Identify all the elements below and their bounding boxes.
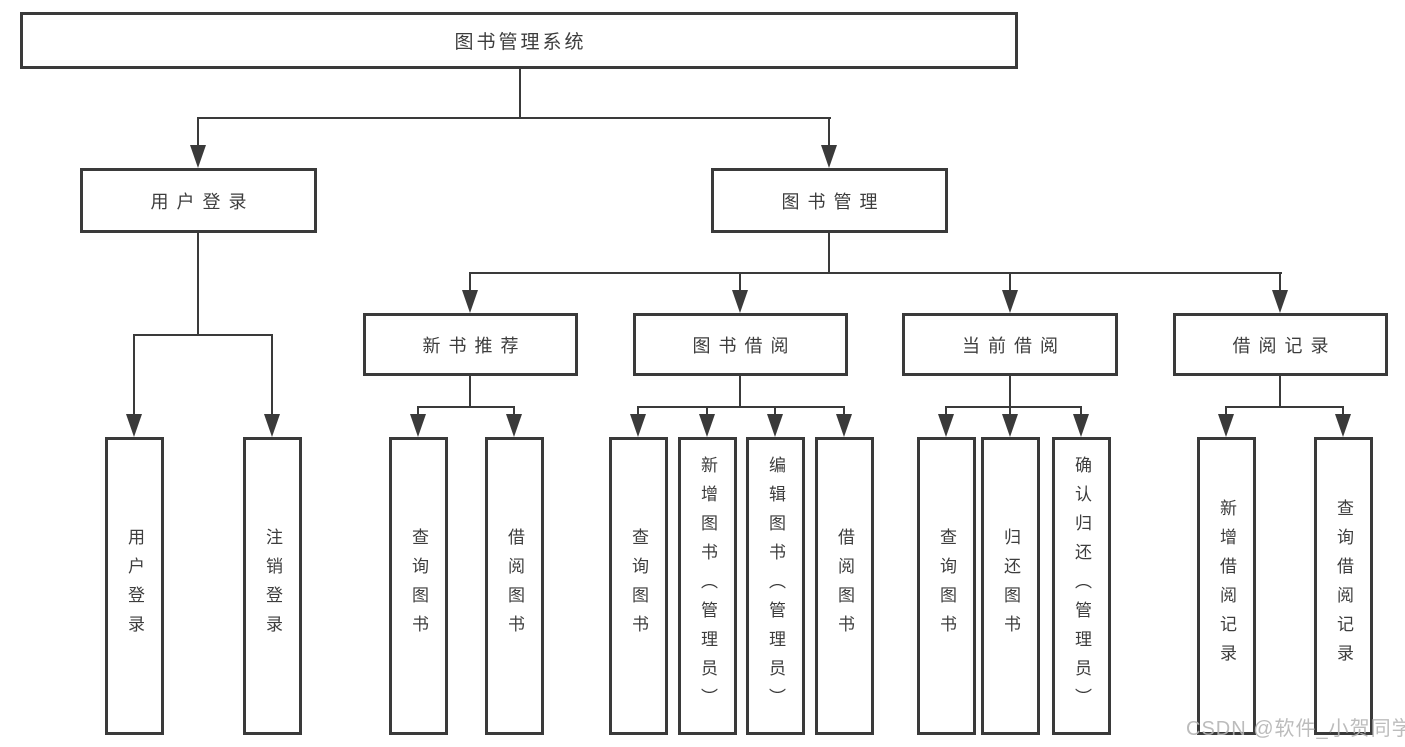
connector-drop — [417, 406, 419, 416]
node-label: 图书管理 — [781, 191, 886, 212]
leaf-label: 查询图书 — [409, 528, 428, 644]
connector-root-rail — [197, 117, 831, 119]
leaf-query-books-borrowing: 查询图书 — [609, 437, 668, 735]
connector-drop — [1009, 406, 1011, 416]
connector-drop — [1225, 406, 1227, 416]
connector-userlogin-rail — [133, 334, 273, 336]
connector-records-stem — [1279, 375, 1281, 407]
leaf-query-books-recommend: 查询图书 — [389, 437, 448, 735]
arrow-down-icon — [836, 414, 852, 437]
leaf-query-borrow-record: 查询借阅记录 — [1314, 437, 1373, 735]
leaf-label: 查询图书 — [937, 528, 956, 644]
arrow-down-icon — [699, 414, 715, 437]
leaf-add-books-admin: 新增图书（管理员） — [678, 437, 737, 735]
node-book-management: 图书管理 — [711, 168, 948, 233]
connector-current-rail — [945, 406, 1082, 408]
csdn-watermark: CSDN @软件_小贺同学 — [1186, 718, 1405, 740]
connector-drop — [513, 406, 515, 416]
arrow-down-icon — [462, 290, 478, 313]
node-label: 图书借阅 — [692, 335, 797, 356]
arrow-down-icon — [1218, 414, 1234, 437]
node-library-management-system: 图书管理系统 — [20, 12, 1018, 69]
connector-drop — [197, 117, 199, 147]
node-label: 借阅记录 — [1232, 335, 1337, 356]
connector-root-stem — [519, 67, 521, 118]
connector-drop — [1279, 272, 1281, 292]
arrow-down-icon — [1335, 414, 1351, 437]
node-book-borrowing: 图书借阅 — [633, 313, 848, 376]
connector-drop — [774, 406, 776, 416]
leaf-borrow-books-recommend: 借阅图书 — [485, 437, 544, 735]
connector-bookmgmt-rail — [469, 272, 1282, 274]
arrow-down-icon — [126, 414, 142, 437]
leaf-label: 注销登录 — [263, 528, 282, 644]
leaf-label: 归还图书 — [1001, 528, 1020, 644]
leaf-label: 用户登录 — [125, 528, 144, 644]
connector-borrowing-rail — [637, 406, 845, 408]
arrow-down-icon — [1002, 414, 1018, 437]
arrow-down-icon — [410, 414, 426, 437]
arrow-down-icon — [1002, 290, 1018, 313]
connector-recommend-stem — [469, 375, 471, 407]
arrow-down-icon — [938, 414, 954, 437]
node-borrowing-records: 借阅记录 — [1173, 313, 1388, 376]
arrow-down-icon — [732, 290, 748, 313]
leaf-logout: 注销登录 — [243, 437, 302, 735]
connector-drop — [945, 406, 947, 416]
connector-current-stem — [1009, 375, 1011, 407]
leaf-label: 查询借阅记录 — [1334, 499, 1353, 673]
leaf-user-login: 用户登录 — [105, 437, 164, 735]
connector-userlogin-stem — [197, 231, 199, 335]
leaf-borrow-books: 借阅图书 — [815, 437, 874, 735]
connector-drop — [133, 334, 135, 416]
connector-drop — [271, 334, 273, 416]
leaf-return-books: 归还图书 — [981, 437, 1040, 735]
arrow-down-icon — [1272, 290, 1288, 313]
arrow-down-icon — [1073, 414, 1089, 437]
leaf-confirm-return-admin: 确认归还（管理员） — [1052, 437, 1111, 735]
leaf-label: 新增借阅记录 — [1217, 499, 1236, 673]
connector-recommend-rail — [417, 406, 515, 408]
node-label: 新书推荐 — [422, 335, 527, 356]
connector-drop — [706, 406, 708, 416]
leaf-label: 借阅图书 — [835, 528, 854, 644]
arrow-down-icon — [767, 414, 783, 437]
connector-records-rail — [1225, 406, 1344, 408]
connector-bookmgmt-stem — [828, 231, 830, 273]
leaf-query-books-current: 查询图书 — [917, 437, 976, 735]
connector-drop — [1009, 272, 1011, 292]
connector-drop — [828, 117, 830, 147]
connector-drop — [739, 272, 741, 292]
node-new-book-recommendation: 新书推荐 — [363, 313, 578, 376]
arrow-down-icon — [264, 414, 280, 437]
leaf-add-borrow-record: 新增借阅记录 — [1197, 437, 1256, 735]
node-current-borrowing: 当前借阅 — [902, 313, 1118, 376]
connector-drop — [1080, 406, 1082, 416]
leaf-label: 确认归还（管理员） — [1072, 455, 1091, 717]
arrow-down-icon — [506, 414, 522, 437]
connector-drop — [843, 406, 845, 416]
arrow-down-icon — [821, 145, 837, 168]
arrow-down-icon — [190, 145, 206, 168]
node-label: 图书管理系统 — [454, 32, 587, 53]
connector-drop — [469, 272, 471, 292]
leaf-label: 查询图书 — [629, 528, 648, 644]
connector-drop — [1342, 406, 1344, 416]
leaf-label: 新增图书（管理员） — [698, 455, 717, 717]
node-label: 用户登录 — [150, 191, 255, 212]
node-user-login: 用户登录 — [80, 168, 317, 233]
arrow-down-icon — [630, 414, 646, 437]
leaf-edit-books-admin: 编辑图书（管理员） — [746, 437, 805, 735]
connector-drop — [637, 406, 639, 416]
connector-borrowing-stem — [739, 375, 741, 407]
leaf-label: 借阅图书 — [505, 528, 524, 644]
leaf-label: 编辑图书（管理员） — [766, 455, 785, 717]
node-label: 当前借阅 — [962, 335, 1066, 356]
